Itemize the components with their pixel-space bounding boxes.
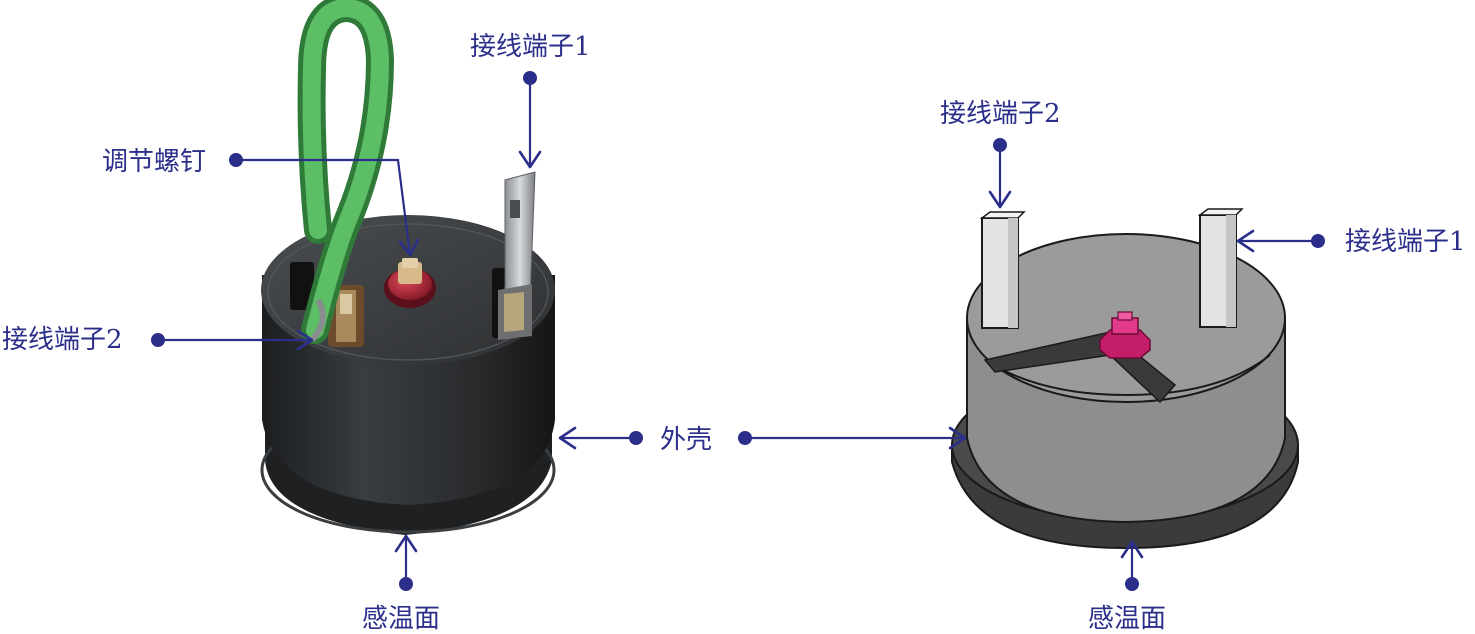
annotations: 调节螺钉 接线端子1 接线端子2 外壳 感温面 接线端子2 接线端子1 xyxy=(2,32,1466,634)
arrowhead-screw xyxy=(398,238,420,257)
photo-adjusting-screw xyxy=(384,258,436,308)
label-photo-sensing-surface: 感温面 xyxy=(362,604,440,634)
arrowhead-terminal-1 xyxy=(518,150,542,169)
diagram-terminal-1 xyxy=(1197,208,1244,328)
photo-terminal-1 xyxy=(498,171,536,340)
label-photo-terminal-1: 接线端子1 xyxy=(470,32,591,62)
diagram-thermostat xyxy=(951,208,1299,550)
diagram-adjusting-screw xyxy=(1099,311,1151,359)
photo-thermostat xyxy=(260,0,556,535)
arrowhead-shell-right xyxy=(948,426,967,450)
arrowhead-diagram-terminal-1 xyxy=(1236,229,1255,253)
leader-line-screw xyxy=(236,158,412,256)
label-photo-adjusting-screw: 调节螺钉 xyxy=(102,147,206,177)
label-photo-terminal-2: 接线端子2 xyxy=(2,325,123,355)
arrowhead-shell-left xyxy=(558,426,577,450)
photo-green-wire-highlight xyxy=(302,0,390,339)
photo-slot-left xyxy=(290,262,314,310)
label-shell: 外壳 xyxy=(660,425,712,455)
arrowhead-diagram-terminal-2 xyxy=(988,190,1012,209)
photo-top-edge xyxy=(267,223,549,361)
photo-wire-strands xyxy=(309,298,326,343)
label-diagram-sensing-surface: 感温面 xyxy=(1088,604,1166,634)
diagram-top-inner-edge xyxy=(984,354,1271,397)
label-diagram-terminal-2: 接线端子2 xyxy=(940,99,1061,129)
diagram-terminal-2 xyxy=(979,211,1026,329)
arrowhead-sensing-diagram xyxy=(1120,540,1144,559)
arrowhead-terminal-2 xyxy=(296,329,314,351)
label-diagram-terminal-1: 接线端子1 xyxy=(1345,227,1466,257)
arrowhead-sensing-photo xyxy=(394,534,418,553)
